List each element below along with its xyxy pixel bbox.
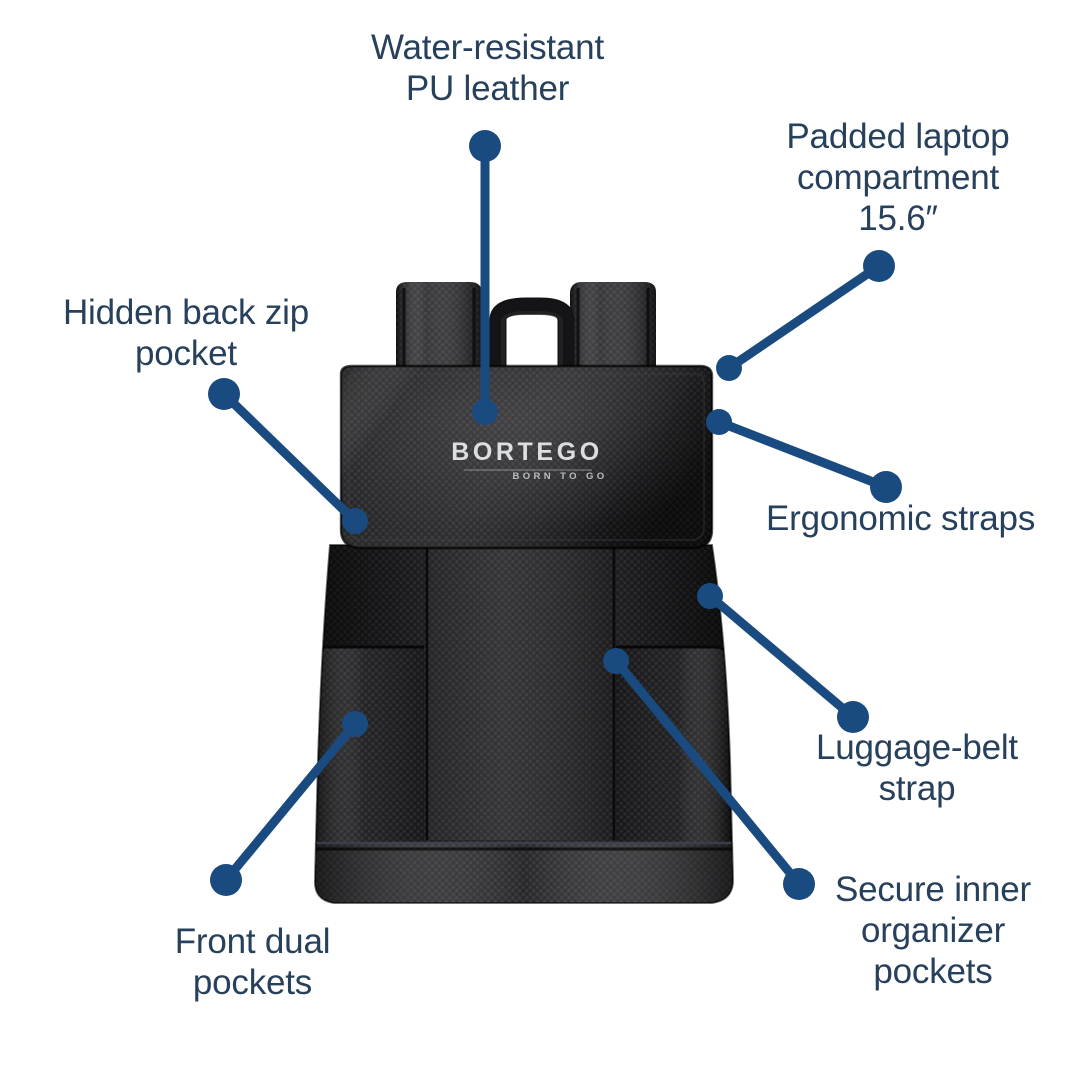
backpack-flap: BORTEGO BORN TO GO	[339, 364, 714, 550]
brand-name-text: BORTEGO	[451, 438, 603, 466]
callout-hidden-back-zip: Hidden back zip pocket	[62, 293, 310, 373]
callout-water-resistant: Water-resistant PU leather	[371, 28, 604, 108]
center-panel	[427, 545, 614, 840]
backpack-body	[313, 544, 735, 904]
shoulder-strap-right	[570, 282, 656, 392]
callout-ergonomic-straps: Ergonomic straps	[766, 499, 1036, 538]
callout-laptop-compartment: Padded laptop compartment 15.6″	[786, 117, 1010, 238]
callout-front-dual-pockets: Front dual pockets	[174, 922, 331, 1002]
brand-tagline-text: BORN TO GO	[512, 471, 607, 482]
callout-luggage-belt-strap: Luggage-belt strap	[816, 728, 1018, 808]
top-carry-handle	[489, 297, 575, 378]
callout-secure-inner-organizer: Secure inner organizer pockets	[834, 870, 1032, 991]
brand-wordmark: BORTEGO BORN TO GO	[451, 438, 607, 482]
